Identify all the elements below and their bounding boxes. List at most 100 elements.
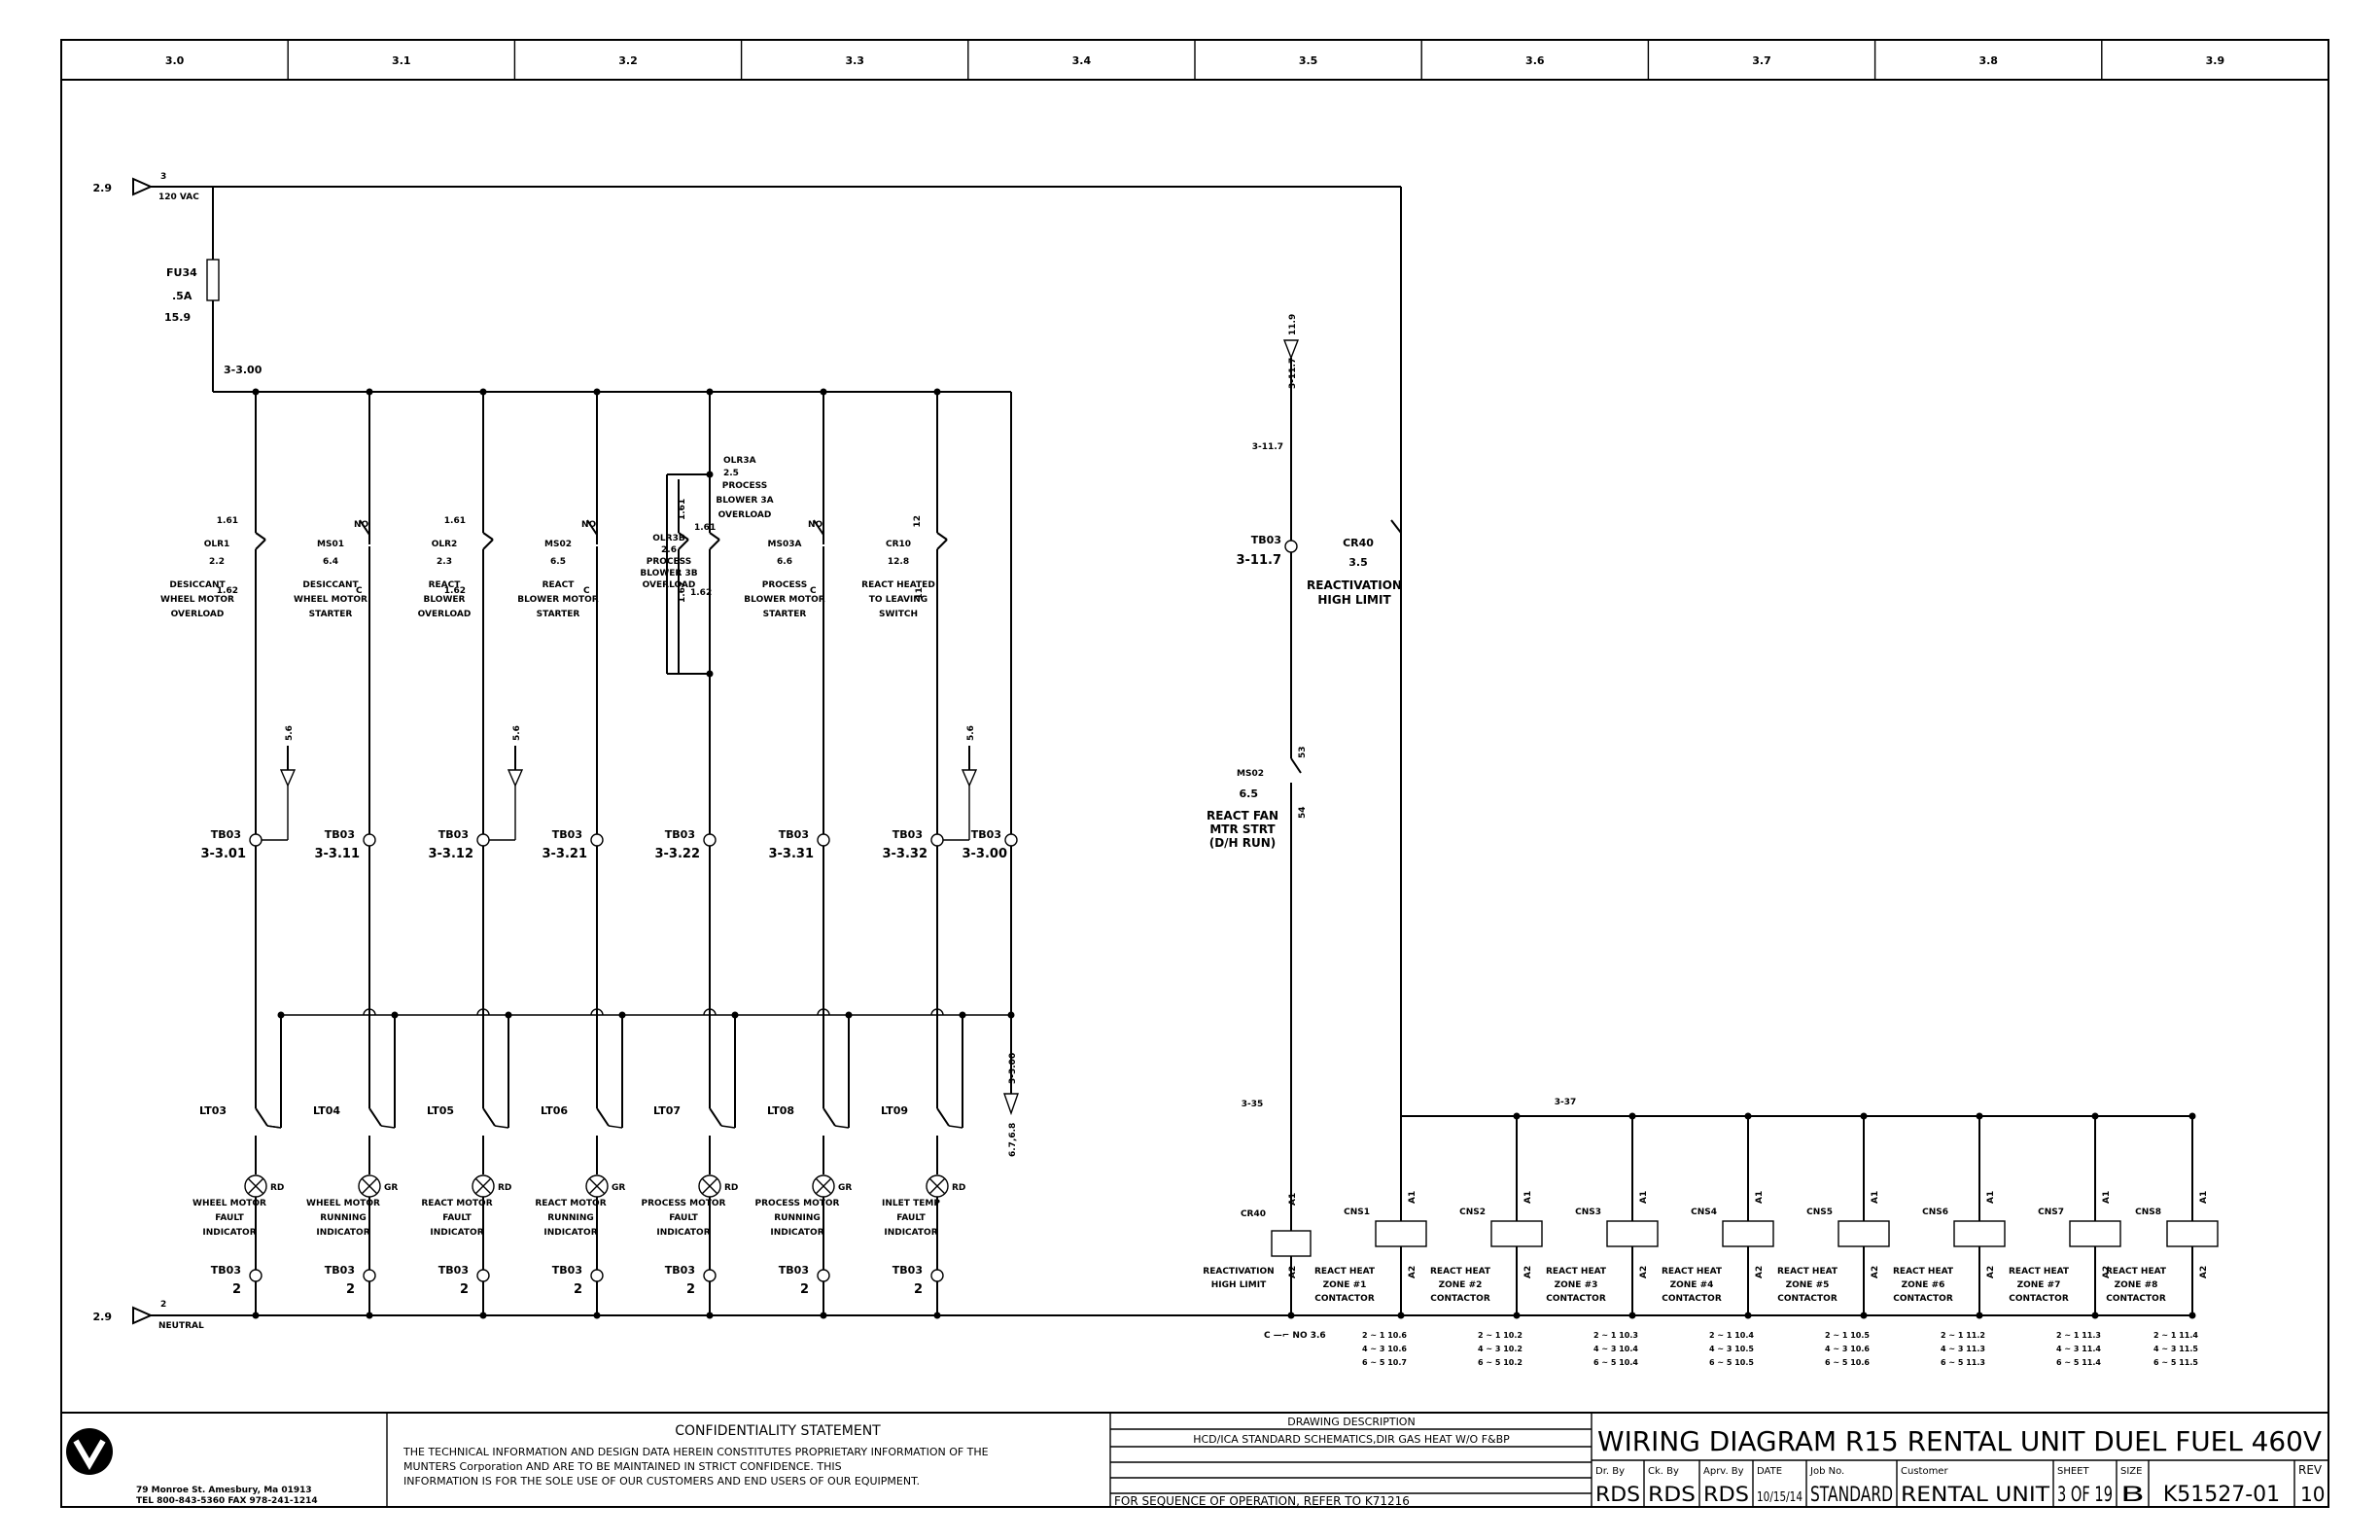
bypass-wire <box>608 1125 623 1129</box>
terminal-tag: TB03 <box>325 828 355 841</box>
terminal-wire: 3-3.11 <box>314 847 360 861</box>
contact-xref: 2 ~ 1 11.3 <box>2056 1331 2101 1340</box>
supply-in-ref: 2.9 <box>93 182 113 194</box>
terminal-tb03 <box>476 1269 490 1282</box>
terminal-tag: TB03 <box>971 828 1001 841</box>
terminal-tag: TB03 <box>552 1264 582 1277</box>
contact-xref: 2 ~ 1 10.2 <box>1478 1331 1522 1340</box>
contact-pin: NO <box>354 520 369 530</box>
coil-desc: REACT HEAT <box>1893 1267 1954 1277</box>
contact-pin: 1.62 <box>444 586 466 596</box>
ref-arrow-label: 5.6 <box>512 725 522 741</box>
coil-pin: A1 <box>2199 1191 2209 1204</box>
contact-tag: OLR2 <box>432 540 458 549</box>
coil-desc: REACT HEAT <box>1546 1267 1607 1277</box>
contact-desc: PROCESS <box>762 580 808 590</box>
zone-label: 3.3 <box>845 54 864 67</box>
terminal-tb03 <box>249 833 262 847</box>
contactor-coil <box>1953 1220 2006 1247</box>
bypass-wire <box>494 1125 509 1129</box>
contact-tag: MS02 <box>544 540 572 549</box>
terminal-wire: 3-3.01 <box>200 847 246 861</box>
contact-desc: BLOWER 3A <box>716 496 773 506</box>
contact-xref: 4 ~ 3 11.4 <box>2056 1345 2101 1353</box>
nc-contact-blade <box>936 532 948 541</box>
ck-by-label: Ck. By <box>1648 1466 1679 1477</box>
apr-by-value: RDS <box>1703 1483 1749 1506</box>
ref-arrow-icon <box>279 769 297 788</box>
lamp-desc: INDICATOR <box>884 1228 937 1238</box>
no-contact-blade <box>1290 757 1302 774</box>
contact-pin: NO <box>808 520 823 530</box>
lamp-x <box>588 1177 606 1195</box>
contact-xref: 6 ~ 5 10.7 <box>1362 1358 1407 1367</box>
lamp-desc: WHEEL MOTOR <box>306 1199 380 1208</box>
terminal-tb03 <box>249 1269 262 1282</box>
contact-pin: 54 <box>1298 806 1308 819</box>
ref-arrow-label: 5.6 <box>285 725 295 741</box>
bypass-wire <box>720 1125 736 1129</box>
supply-wire: 3 <box>160 172 166 182</box>
terminal-tag: TB03 <box>1251 534 1281 546</box>
contactor-coil <box>1375 1220 1427 1247</box>
lamp-desc: INDICATOR <box>316 1228 369 1238</box>
contact-desc: (D/H RUN) <box>1209 836 1277 850</box>
size-label: SIZE <box>2120 1466 2142 1477</box>
contact-desc: STARTER <box>309 610 353 619</box>
coil-pin: A2 <box>1639 1266 1649 1278</box>
ref-arrow-icon <box>507 769 524 788</box>
apr-by-label: Aprv. By <box>1703 1466 1744 1477</box>
wire-label: 3-11.7 <box>1252 442 1283 452</box>
contact-xref: 2 ~ 1 11.2 <box>1941 1331 1985 1340</box>
contactor-coil <box>1838 1220 1890 1247</box>
nc-contact-blade <box>482 539 494 550</box>
coil-desc: REACTIVATION <box>1203 1267 1274 1277</box>
contact-xref: 4 ~ 3 11.3 <box>1941 1345 1985 1353</box>
contact-ref: 2.2 <box>209 557 225 567</box>
coil-desc: REACT HEAT <box>1430 1267 1491 1277</box>
terminal-tb03 <box>817 1269 830 1282</box>
nc-contact-blade <box>678 532 689 541</box>
fuse-rating: .5A <box>172 290 192 302</box>
coil-pin: A2 <box>1986 1266 1996 1278</box>
lamp-color: GR <box>612 1183 625 1193</box>
bypass-wire <box>948 1125 963 1129</box>
coil-desc: REACT HEAT <box>1777 1267 1838 1277</box>
coil-pin: A1 <box>2102 1191 2112 1204</box>
contact-desc: MTR STRT <box>1209 822 1276 836</box>
contact-pin: NO <box>581 520 597 530</box>
coil-desc: CONTACTOR <box>1314 1294 1375 1304</box>
bypass-wire <box>380 1125 396 1129</box>
coil-pin: A2 <box>1523 1266 1533 1278</box>
cr40-coil <box>1271 1230 1312 1257</box>
sheet-border <box>60 39 2329 1508</box>
terminal-tb03 <box>703 833 717 847</box>
coil-tag: CNS7 <box>2038 1208 2064 1217</box>
contact-desc: REACT HEATED <box>861 580 935 590</box>
coil-desc: ZONE #7 <box>2017 1280 2061 1290</box>
contact-desc: REACT <box>542 580 576 590</box>
contact-pin: 12 <box>913 515 923 528</box>
supply-arrow-icon <box>132 177 154 196</box>
junction-dot <box>1744 1312 1752 1319</box>
junction-dot <box>252 1312 260 1319</box>
terminal-tag: TB03 <box>211 1264 241 1277</box>
contact-desc: BLOWER MOTOR <box>744 595 824 605</box>
junction-dot <box>479 1312 487 1319</box>
contact-desc: PROCESS <box>722 481 768 491</box>
contact-xref: 6 ~ 5 11.5 <box>2153 1358 2198 1367</box>
company-address: 79 Monroe St. Amesbury, Ma 01913 <box>136 1486 312 1495</box>
terminal-tag: TB03 <box>552 828 582 841</box>
contact-tag: MS02 <box>1237 769 1264 779</box>
contact-pin: 1.62 <box>690 588 712 598</box>
junction-dot <box>1513 1312 1521 1319</box>
coil-desc: REACT HEAT <box>1314 1267 1376 1277</box>
lamp-color: RD <box>270 1183 284 1193</box>
lamp-desc: PROCESS MOTOR <box>755 1199 840 1208</box>
